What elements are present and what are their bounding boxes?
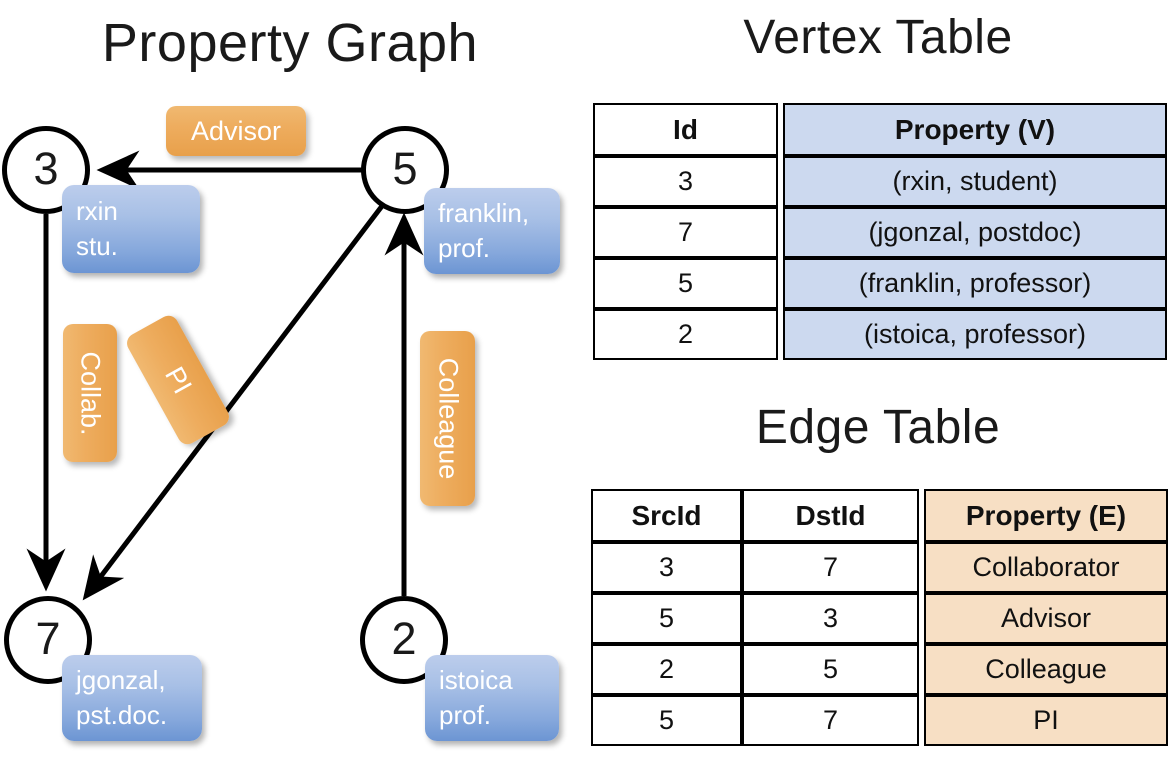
edge-table-header-property: Property (E): [924, 489, 1168, 542]
edge-table-header-srcid: SrcId: [591, 489, 742, 542]
edge-table-cell-srcid: 3: [591, 542, 742, 593]
table-row[interactable]: 5 7 PI: [591, 695, 1168, 746]
vertex-table-cell-property: (istoica, professor): [783, 309, 1167, 360]
edge-label-collab[interactable]: Collab.: [63, 324, 117, 462]
graph-node-5-id: 5: [392, 142, 418, 194]
vertex-property-box-5-line1: franklin,: [438, 197, 530, 228]
vertex-table-header-property: Property (V): [783, 103, 1167, 156]
vertex-property-box-7-line1: jgonzal,: [76, 664, 166, 695]
vertex-table-header-id: Id: [593, 103, 778, 156]
edge-table-cell-property: Advisor: [924, 593, 1168, 644]
page-title-property-graph: Property Graph: [101, 13, 479, 73]
edge-table-cell-property: PI: [924, 695, 1168, 746]
edge-table-header-dstid: DstId: [742, 489, 919, 542]
vertex-property-box-7[interactable]: jgonzal, pst.doc.: [62, 655, 202, 741]
vertex-property-box-3[interactable]: rxin stu.: [62, 185, 200, 273]
edge-label-colleague[interactable]: Colleague: [420, 331, 475, 506]
graph-node-5[interactable]: 5: [361, 126, 449, 214]
vertex-property-box-2-line2: prof.: [439, 700, 492, 730]
edge-table-cell-dstid: 5: [742, 644, 919, 695]
edge-5-to-7: [82, 204, 384, 601]
edge-table-cell-property: Collaborator: [924, 542, 1168, 593]
vertex-property-box-5-line2: prof.: [438, 233, 491, 263]
vertex-property-box-3-line2: stu.: [76, 231, 118, 261]
table-row[interactable]: 5 3 Advisor: [591, 593, 1168, 644]
edge-table-header-row: SrcId DstId Property (E): [591, 489, 1168, 542]
edge-table-cell-property: Colleague: [924, 644, 1168, 695]
vertex-table-cell-id: 3: [593, 156, 778, 207]
table-row[interactable]: 3 (rxin, student): [593, 156, 1167, 207]
edge-table-cell-srcid: 5: [591, 695, 742, 746]
table-row[interactable]: 7 (jgonzal, postdoc): [593, 207, 1167, 258]
property-graph-diagram: 3 5 7 2 rxin stu. franklin, prof. jgonza…: [0, 0, 580, 760]
table-row[interactable]: 2 5 Colleague: [591, 644, 1168, 695]
edge-label-advisor[interactable]: Advisor: [166, 106, 306, 156]
edge-table-cell-dstid: 7: [742, 695, 919, 746]
vertex-table-cell-property: (franklin, professor): [783, 258, 1167, 309]
vertex-property-box-3-line1: rxin: [76, 195, 118, 226]
edge-table-cell-srcid: 5: [591, 593, 742, 644]
edge-label-colleague-text: Colleague: [433, 357, 463, 480]
table-row[interactable]: 3 7 Collaborator: [591, 542, 1168, 593]
table-row[interactable]: 5 (franklin, professor): [593, 258, 1167, 309]
vertex-property-box-2-line1: istoica: [439, 664, 513, 695]
vertex-table-cell-id: 5: [593, 258, 778, 309]
graph-node-7-id: 7: [35, 612, 61, 664]
table-row[interactable]: 2 (istoica, professor): [593, 309, 1167, 360]
vertex-table-cell-property: (jgonzal, postdoc): [783, 207, 1167, 258]
edge-table-cell-srcid: 2: [591, 644, 742, 695]
page-title-edge-table: Edge Table: [755, 401, 1001, 454]
vertex-property-box-5[interactable]: franklin, prof.: [424, 188, 560, 274]
graph-node-3-id: 3: [33, 142, 59, 194]
edge-label-pi-text: PI: [159, 361, 198, 399]
edge-label-advisor-text: Advisor: [190, 115, 282, 146]
vertex-property-box-2[interactable]: istoica prof.: [425, 655, 559, 741]
vertex-table: Id Property (V) 3 (rxin, student) 7 (jgo…: [593, 103, 1167, 360]
graph-node-2[interactable]: 2: [360, 596, 448, 684]
vertex-table-cell-id: 7: [593, 207, 778, 258]
vertex-table-header-row: Id Property (V): [593, 103, 1167, 156]
vertex-table-cell-id: 2: [593, 309, 778, 360]
vertex-table-cell-property: (rxin, student): [783, 156, 1167, 207]
graph-edges-layer: [26, 150, 424, 601]
graph-node-2-id: 2: [391, 612, 417, 664]
edge-table-cell-dstid: 7: [742, 542, 919, 593]
edge-table: SrcId DstId Property (E) 3 7 Collaborato…: [591, 489, 1168, 746]
edge-table-cell-dstid: 3: [742, 593, 919, 644]
edge-label-collab-text: Collab.: [75, 350, 106, 436]
page-title-vertex-table: Vertex Table: [743, 11, 1013, 64]
vertex-property-box-7-line2: pst.doc.: [76, 700, 168, 730]
